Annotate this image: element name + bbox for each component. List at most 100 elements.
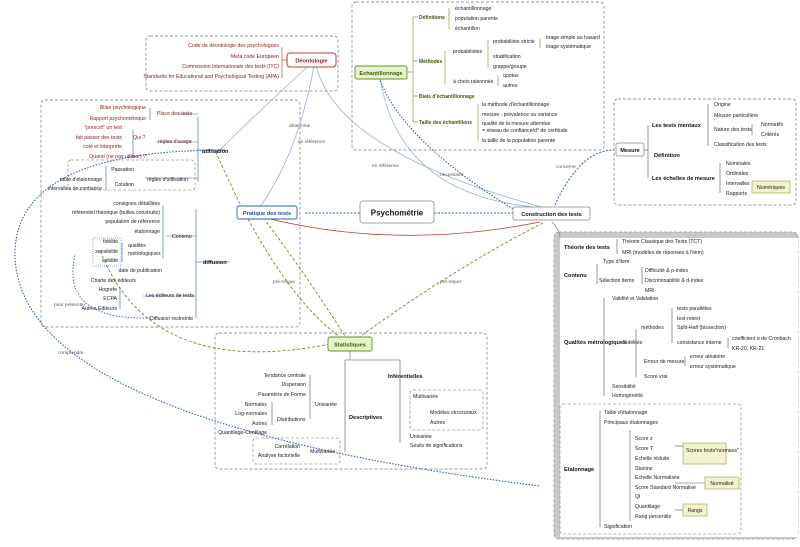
stanine: Stanine xyxy=(635,466,653,472)
signification: Signification xyxy=(604,524,632,530)
qi: QI xyxy=(635,494,640,500)
deontologie-item-1: Code de déontologie des psychologues xyxy=(188,43,279,49)
edge-label-determine: détermine xyxy=(289,123,311,129)
construction-pratique-arrow xyxy=(269,218,541,236)
deontologie-pratique-link xyxy=(259,59,316,208)
scores-bruts-label: Scores bruts"normaux" xyxy=(686,448,739,454)
cotation-item: Cotation xyxy=(115,182,134,188)
alpha-cronbach: coefficient α de Cronbach xyxy=(732,336,791,342)
grappe: grappe/groupe xyxy=(493,64,527,70)
rangs-box xyxy=(682,503,708,517)
principaux-etalonnages: Principaux étalonnages xyxy=(604,420,658,426)
cotation-item-1: table d'étalonnage xyxy=(60,177,102,183)
taille-item-4: = niveau de confiance/d° de certitude xyxy=(482,128,568,134)
edge-label-necessaire: nécessaire xyxy=(440,172,464,178)
editeur-ecpa: ECPA xyxy=(103,296,117,302)
erreur-systematique: erreur systématique xyxy=(690,364,736,370)
stratification: stratification xyxy=(493,54,521,60)
utilisation-label: utilisation xyxy=(202,149,229,155)
deontologie-item-2: Meta code Européen xyxy=(231,54,279,60)
utilisation-etalonnage-link xyxy=(14,149,541,487)
definition-item-2: population parente xyxy=(455,16,498,22)
statistiques-region xyxy=(214,332,488,470)
rangs-label: Rangs xyxy=(688,508,703,514)
dispersion: Dispersion xyxy=(281,382,306,388)
prescrit-item: "prescrit" un test xyxy=(84,125,122,131)
edge-label-pre-requis-1: pré-requis xyxy=(273,279,295,285)
place-item-1: Bilan psychologique xyxy=(100,105,146,111)
methodes-label: Méthodes xyxy=(419,59,443,65)
quantilage-construction: Quantilage xyxy=(635,504,660,510)
inf-autres: Autres xyxy=(430,420,445,426)
taille-item-2: mesure : prévalence ou variance xyxy=(482,112,557,118)
qui-item-1: fait passer des tests xyxy=(76,135,123,141)
echelle-normalisee: Echelle Normalisée xyxy=(635,475,680,481)
methode-paralleles: tests parallèles xyxy=(677,306,712,312)
contenu-item-1: consignes détaillées xyxy=(113,201,160,207)
echelle-intervalles: Intervalles xyxy=(726,181,750,187)
echelle-rapports: Rapports xyxy=(726,191,747,197)
place-item-2: Rapport psychométrique xyxy=(89,116,146,122)
construction-hub[interactable] xyxy=(512,206,591,221)
taille-item-5: la taille de la population parente xyxy=(482,138,555,144)
qualite-validite: validité xyxy=(102,258,118,264)
deontologie-region xyxy=(145,35,339,92)
probabilistes-label: probabilistes xyxy=(453,49,483,55)
score-standard-normalise: Score Standard Normalisé xyxy=(635,485,696,491)
table-etalonnage: Table d'étalonnage xyxy=(604,410,648,416)
definitions-label: Définitions xyxy=(419,15,445,21)
validite-validation: Validité et Validation xyxy=(612,296,658,302)
echantillonnage-hub[interactable] xyxy=(354,65,408,80)
analyse-factorielle: Analyse factorielle xyxy=(258,453,300,459)
mesure-hub[interactable] xyxy=(615,142,645,157)
erreur-aleatoire: erreur aléatoire xyxy=(690,354,725,360)
statistiques-hub-label: Statistiques xyxy=(334,343,366,349)
psychometrie-title: Psychométrie xyxy=(371,209,424,218)
psychometrie-node[interactable] xyxy=(359,200,435,224)
mesure-region xyxy=(613,98,797,206)
stats-pratique-link xyxy=(264,219,351,345)
univariee-label: Univariée xyxy=(315,402,337,408)
distributions-label: Distributions xyxy=(277,417,306,423)
etalonnage-region xyxy=(559,403,742,535)
rang-percentile: Rang percentile xyxy=(635,514,671,520)
homogeneite: Homogénéité xyxy=(612,393,643,399)
quantilage-centilage: Quantilage-Centilage xyxy=(218,430,267,436)
inferentielles-label: Inférentielles xyxy=(388,374,423,380)
qualites-label-2: métrologiques xyxy=(128,251,161,257)
editeurs-label: Les éditeurs de tests xyxy=(146,293,194,299)
theorie-tct: Théorie Classique des Tests (TCT) xyxy=(622,239,702,245)
tests-item-mesure: Mesure particulière xyxy=(714,113,758,119)
stats-construction-link xyxy=(349,221,546,345)
nature-normatifs: Normatifs xyxy=(761,122,784,128)
edge-label-concerne: concerne xyxy=(556,164,576,170)
diffusion-restreinte: Diffusion restreinte xyxy=(150,316,193,322)
echantillonnage-hub-label: Echantillonnage xyxy=(359,71,402,77)
stats-utilisation-link xyxy=(214,149,351,345)
choix-autres: autres xyxy=(503,83,518,89)
selection-items: Sélection items xyxy=(599,278,635,284)
contenu-label: Contenu xyxy=(172,234,192,240)
tirage-simple: tirage simple au hasard xyxy=(546,35,600,41)
numeriques-label: Numériques xyxy=(757,185,785,191)
normalise-label: Normalisé xyxy=(710,481,733,487)
tests-item-origine: Origine xyxy=(714,102,731,108)
definition-item-3: échantillon xyxy=(455,26,480,32)
cotation-region xyxy=(67,159,196,191)
diffusion-label: diffusion xyxy=(203,260,227,266)
methodes-construction: méthodes xyxy=(641,325,664,331)
taille-item-1: la méthode d'échantillonnage xyxy=(482,102,549,108)
numeriques-box xyxy=(751,180,791,194)
choix-raisonnes: à choix raisonnés xyxy=(453,79,494,85)
methode-split-half: Split-Half (bissection) xyxy=(677,325,726,331)
construction-hub-label: Construction des tests xyxy=(521,212,582,218)
date-publication: date de publication xyxy=(118,268,162,274)
pratique-hub[interactable] xyxy=(236,205,298,220)
editeur-hogrefe: Hogrefe xyxy=(99,287,118,293)
modeles-structuraux: Modèles structuraux xyxy=(430,410,477,416)
qui-label: Qui ? xyxy=(133,135,146,141)
tests-mentaux-label: Les tests mentaux xyxy=(652,123,702,129)
echelle-ordinales: Ordinales xyxy=(726,171,749,177)
erreur-mesure: Erreur de mesure xyxy=(644,359,684,365)
